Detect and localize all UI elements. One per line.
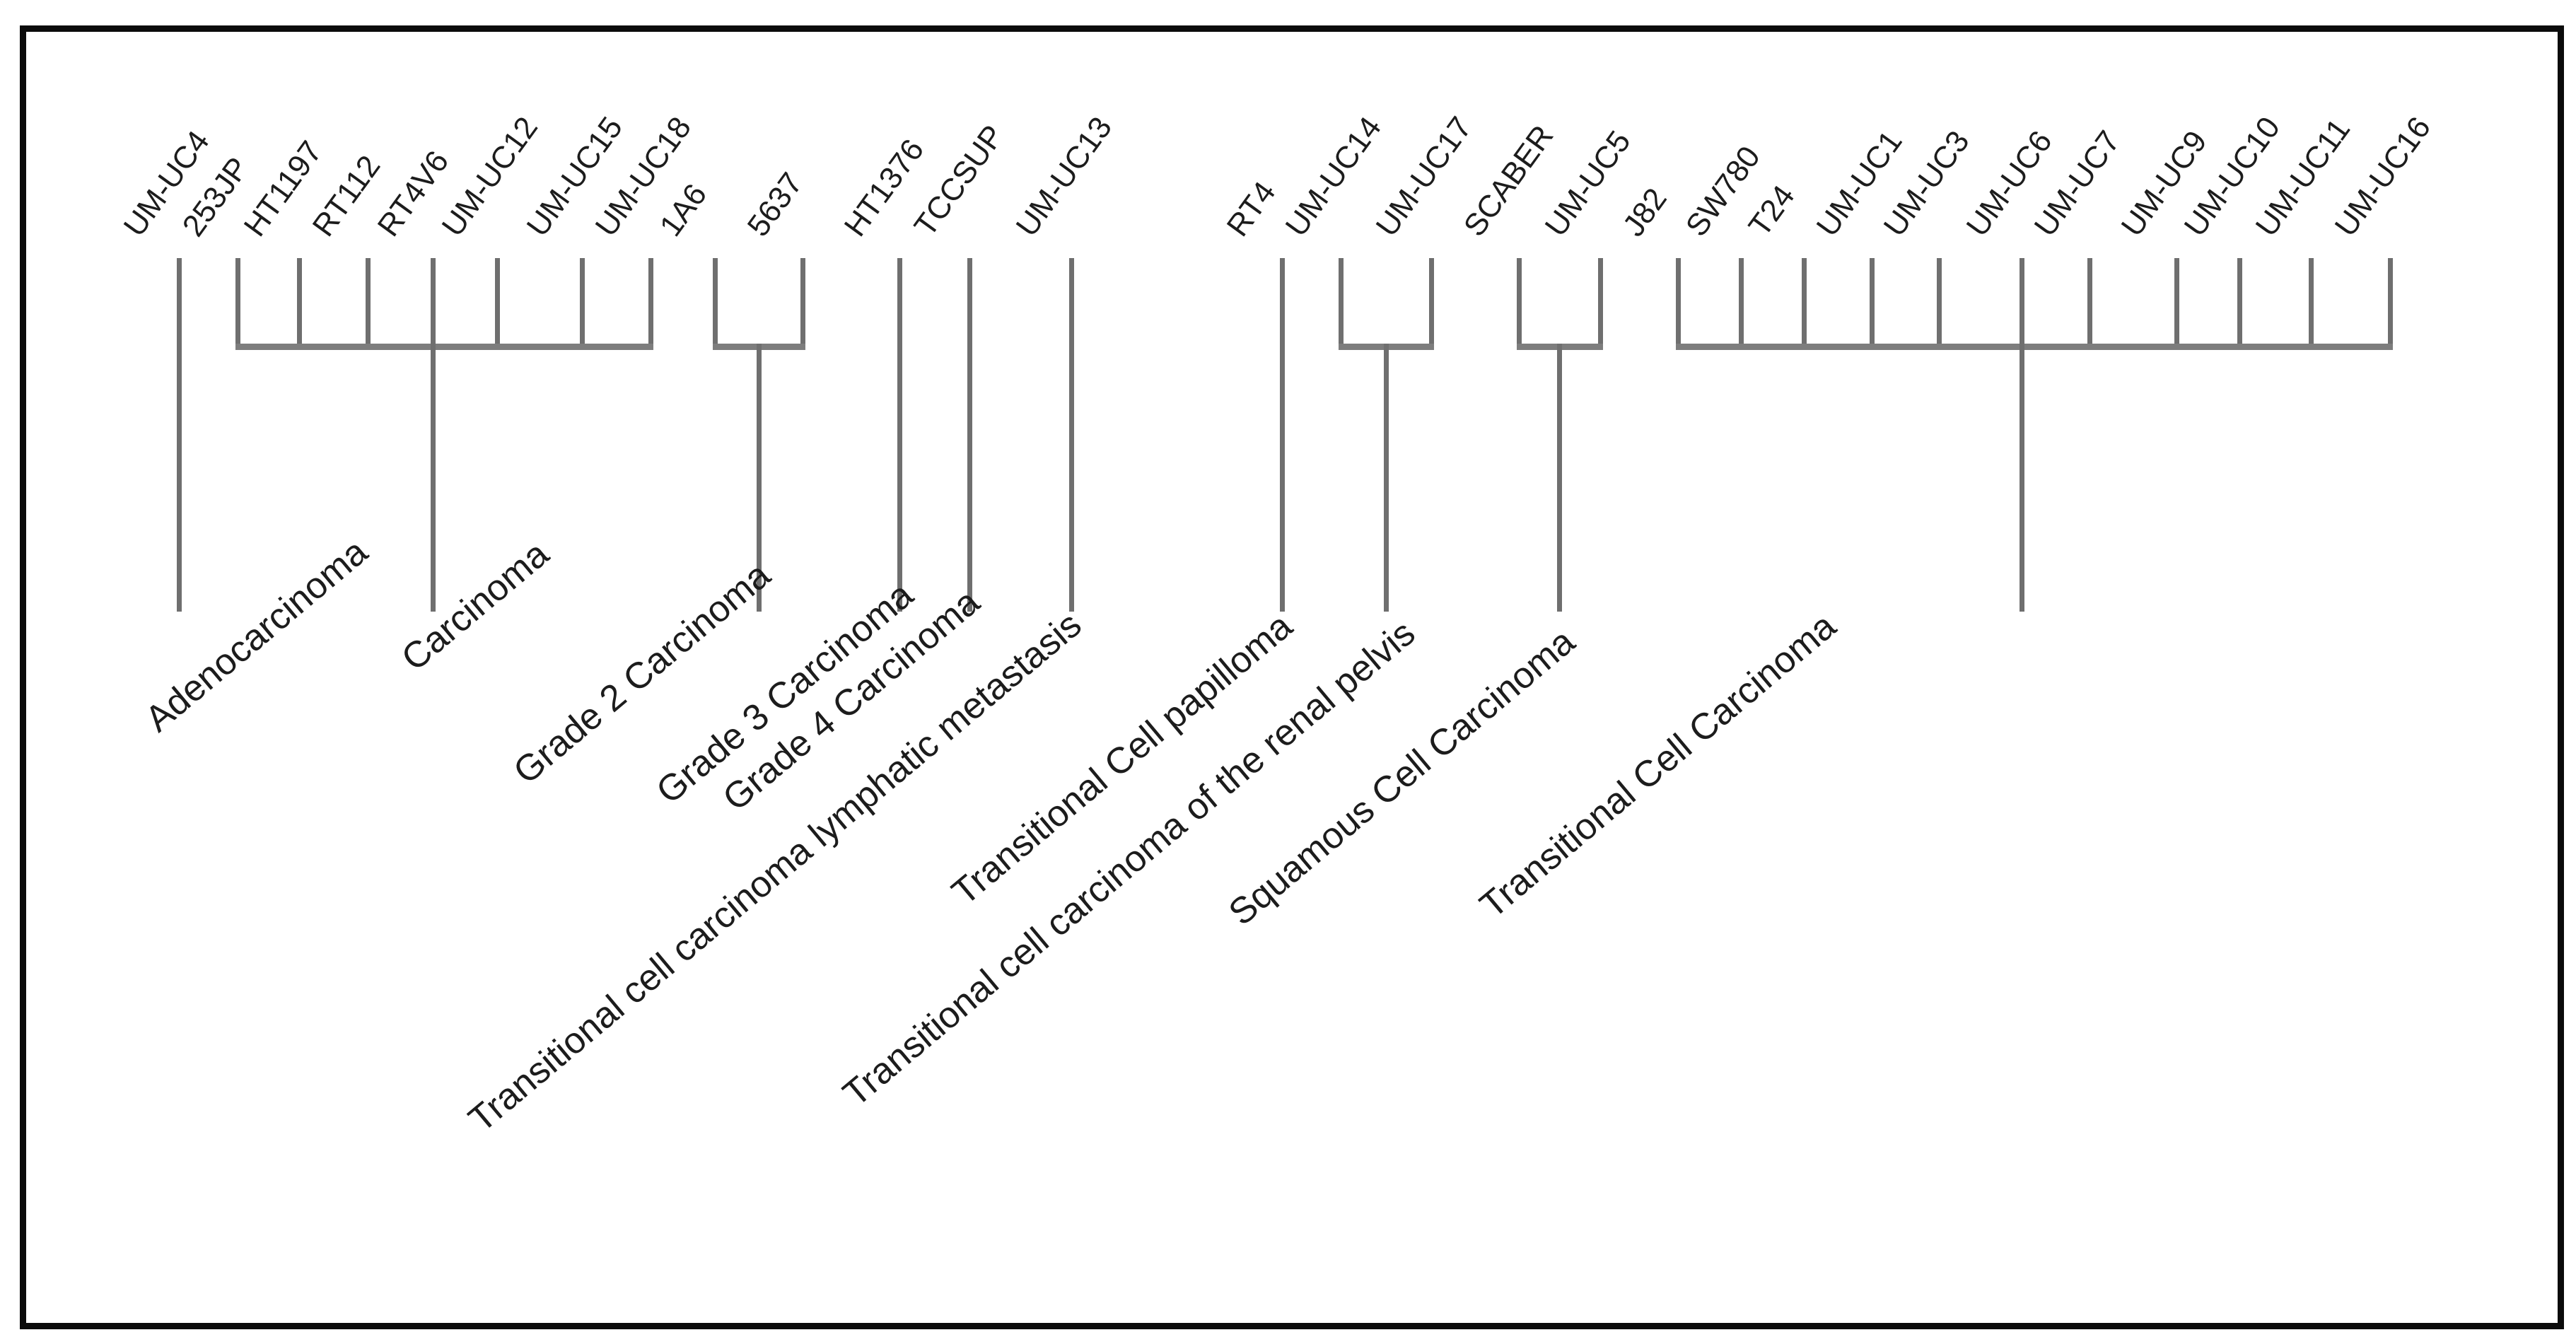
cell-line-tick <box>1870 258 1875 350</box>
group-stem <box>1557 344 1562 612</box>
cell-line-tick <box>1517 258 1522 350</box>
group-stem <box>2020 344 2024 612</box>
cell-line-tick <box>495 258 500 350</box>
group-stem <box>431 344 436 612</box>
cell-line-tick <box>2388 258 2393 350</box>
group-stem <box>1384 344 1389 612</box>
cell-line-tick <box>967 258 972 612</box>
group-bracket <box>235 344 653 350</box>
cell-line-tick <box>2237 258 2242 350</box>
cell-line-tick <box>800 258 805 350</box>
cell-line-tick <box>2020 258 2024 350</box>
cell-line-tick <box>177 258 182 612</box>
cell-line-tick <box>713 258 718 350</box>
cell-line-tick <box>366 258 371 350</box>
cell-line-tick <box>1598 258 1603 350</box>
cell-line-tick <box>235 258 240 350</box>
group-bracket <box>1676 344 2393 350</box>
cell-line-tick <box>1339 258 1344 350</box>
figure-border <box>20 25 2564 1329</box>
cell-line-tick <box>2087 258 2092 350</box>
cell-line-tick <box>1937 258 1942 350</box>
cell-line-tick <box>1280 258 1285 612</box>
cell-line-tick <box>431 258 436 350</box>
cell-line-tick <box>2309 258 2314 350</box>
cell-line-tick <box>297 258 302 350</box>
cell-line-tick <box>1069 258 1074 612</box>
cell-line-tick <box>897 258 902 612</box>
cell-line-tick <box>1802 258 1807 350</box>
cell-line-tick <box>1739 258 1744 350</box>
cell-line-tick <box>2174 258 2179 350</box>
group-stem <box>757 344 762 612</box>
cell-line-tick <box>1429 258 1434 350</box>
cell-line-tick <box>580 258 585 350</box>
cell-line-tick <box>648 258 653 350</box>
cell-line-tick <box>1676 258 1681 350</box>
